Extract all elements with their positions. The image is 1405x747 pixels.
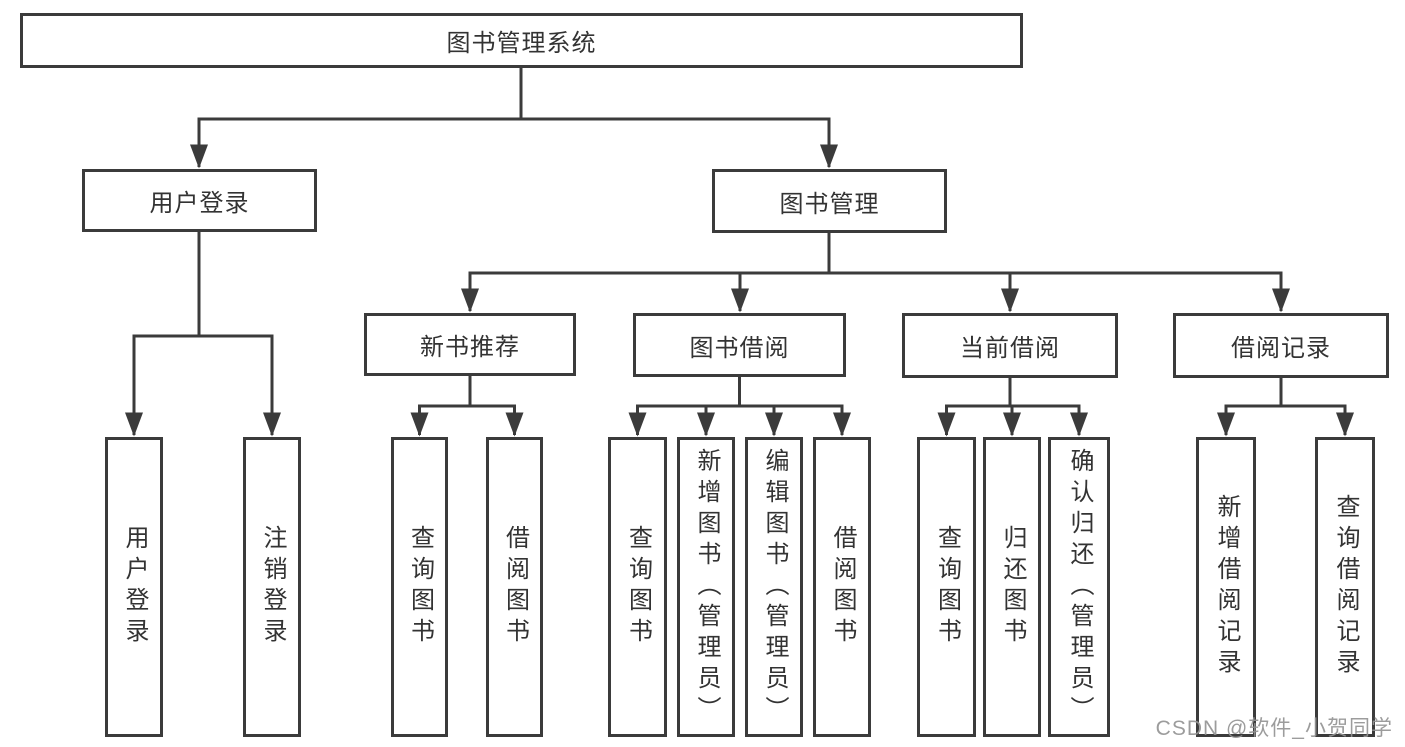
connector-user-login-to-leaves	[125, 232, 281, 437]
node-leaf-add-borrow-record: 新增借阅记录	[1196, 437, 1256, 737]
connector-book-borrow-to-leaves	[628, 377, 851, 437]
leaf-label: 查询借阅记录	[1332, 494, 1359, 680]
node-leaf-query-books-current: 查询图书	[917, 437, 976, 737]
node-label: 借阅记录	[1231, 335, 1331, 362]
node-borrow-records: 借阅记录	[1173, 313, 1389, 378]
leaf-label: 用户登录	[121, 525, 148, 649]
connector-root-to-level2	[190, 68, 838, 169]
node-user-login-branch: 用户登录	[82, 169, 317, 232]
node-leaf-add-books-admin: 新增图书（管理员）	[677, 437, 735, 737]
node-new-book-recommend: 新书推荐	[364, 313, 576, 376]
node-label: 图书借阅	[689, 334, 790, 362]
leaf-label: 确认归还（管理员）	[1066, 447, 1093, 727]
node-leaf-user-login: 用户登录	[105, 437, 163, 737]
node-library-management-system: 图书管理系统	[20, 13, 1023, 68]
node-leaf-query-books-borrow: 查询图书	[608, 437, 667, 737]
leaf-label: 借阅图书	[501, 525, 529, 649]
node-label: 用户登录	[149, 190, 250, 217]
connector-book-management-to-level3	[461, 233, 1290, 313]
leaf-label: 查询图书	[933, 525, 961, 649]
node-leaf-logout: 注销登录	[243, 437, 301, 737]
node-leaf-return-books: 归还图书	[983, 437, 1041, 737]
node-book-borrow: 图书借阅	[633, 313, 846, 377]
leaf-label: 编辑图书（管理员）	[761, 447, 788, 727]
node-leaf-borrow-books-recommend: 借阅图书	[486, 437, 543, 737]
node-leaf-borrow-books: 借阅图书	[813, 437, 871, 737]
leaf-label: 查询图书	[624, 525, 652, 649]
leaf-label: 查询图书	[406, 525, 434, 649]
leaf-label: 新增图书（管理员）	[693, 447, 720, 727]
connector-current-borrow-to-leaves	[937, 378, 1088, 437]
csdn-watermark: CSDN @软件_小贺同学	[1155, 717, 1393, 740]
node-leaf-query-borrow-record: 查询借阅记录	[1315, 437, 1375, 737]
node-current-borrow: 当前借阅	[902, 313, 1118, 378]
connector-borrow-records-to-leaves	[1217, 378, 1354, 437]
node-book-management: 图书管理	[712, 169, 947, 233]
node-leaf-confirm-return-admin: 确认归还（管理员）	[1048, 437, 1110, 737]
node-leaf-edit-books-admin: 编辑图书（管理员）	[745, 437, 803, 737]
node-label: 新书推荐	[420, 334, 520, 361]
leaf-label: 注销登录	[259, 525, 286, 649]
node-label: 图书管理系统	[446, 30, 597, 57]
node-label: 当前借阅	[960, 335, 1060, 362]
node-label: 图书管理	[779, 190, 880, 218]
leaf-label: 借阅图书	[829, 525, 856, 649]
leaf-label: 新增借阅记录	[1213, 494, 1240, 680]
leaf-label: 归还图书	[999, 525, 1026, 649]
node-leaf-query-books-recommend: 查询图书	[391, 437, 448, 737]
connector-new-book-recommend-to-leaves	[410, 376, 524, 437]
